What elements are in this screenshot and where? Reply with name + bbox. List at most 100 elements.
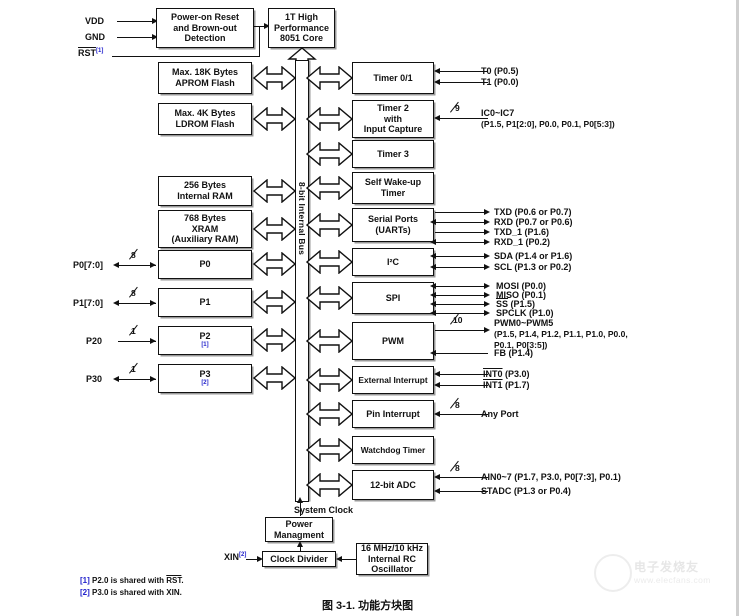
wire-system-clock-riser bbox=[300, 500, 301, 516]
arrow-p0-left bbox=[113, 261, 119, 268]
arrow-rxd-in bbox=[430, 218, 436, 225]
signal-label-anyport: Any Port bbox=[481, 409, 519, 419]
arrow-txd1 bbox=[484, 228, 490, 235]
signal-label-t0: T0 (P0.5) bbox=[481, 66, 519, 76]
wire-sda bbox=[435, 256, 488, 257]
signal-label-ain: AIN0~7 (P1.7, P3.0, P0[7:3], P0.1) bbox=[481, 472, 621, 482]
bus-arrow-uart bbox=[306, 213, 353, 237]
wire-txd bbox=[435, 212, 488, 213]
signal-label-txd: TXD (P0.6 or P0.7) bbox=[494, 207, 572, 217]
wire-rst-riser bbox=[259, 26, 260, 57]
wire-stadc bbox=[440, 491, 488, 492]
bus-arrow-wdt bbox=[306, 438, 353, 462]
wire-pwm bbox=[435, 330, 488, 331]
block-port-p1: P1 bbox=[158, 288, 252, 317]
bus-arrow-timer3 bbox=[306, 142, 353, 166]
arrow-pwm bbox=[484, 326, 490, 333]
bus-width-ain: 8 bbox=[455, 463, 460, 473]
bus-arrow-adc bbox=[306, 473, 353, 497]
block-external-interrupt: External Interrupt bbox=[352, 366, 434, 394]
signal-label-int1: INT1 (P1.7) bbox=[483, 380, 530, 390]
arrow-int1 bbox=[434, 381, 440, 388]
signal-label-ic-pins: (P1.5, P1[2:0], P0.0, P0.1, P0[5:3]) bbox=[481, 119, 615, 129]
watermark-ring-icon bbox=[594, 554, 632, 592]
wire-fb bbox=[435, 353, 488, 354]
arrow-p0-right bbox=[150, 261, 156, 268]
signal-label-p20: P20 bbox=[86, 336, 103, 346]
bus-width-p1: 8 bbox=[131, 288, 136, 298]
watermark-url: www.elecfans.com bbox=[634, 575, 711, 585]
bus-arrow-p0 bbox=[253, 252, 296, 276]
wire-int0 bbox=[440, 374, 488, 375]
bus-width-p0: 8 bbox=[131, 250, 136, 260]
bus-width-pwm: 10 bbox=[453, 315, 463, 325]
arrow-p30-left bbox=[113, 375, 119, 382]
signal-label-ic: IC0~IC7 bbox=[481, 108, 515, 118]
arrow-system-clock bbox=[296, 497, 303, 503]
figure-caption: 图 3-1. 功能方块图 bbox=[322, 600, 414, 612]
signal-label-p1: P1[7:0] bbox=[73, 298, 104, 308]
signal-label-sda: SDA (P1.4 or P1.6) bbox=[494, 251, 573, 261]
arrow-t1 bbox=[434, 78, 440, 85]
wire-t1 bbox=[440, 82, 488, 83]
bus-arrow-pwm bbox=[306, 329, 353, 353]
bus-width-slash-p20 bbox=[129, 335, 140, 346]
arrow-ss-out bbox=[484, 300, 490, 307]
bus-width-slash-ic bbox=[450, 112, 461, 123]
signal-label-pwm-pins-1: (P1.5, P1.4, P1.2, P1.1, P1.0, P0.0, bbox=[494, 329, 628, 339]
signal-label-ss: SS (P1.5) bbox=[496, 299, 536, 309]
arrow-scl-in bbox=[430, 263, 436, 270]
signal-label-mosi: MOSI (P0.0) bbox=[496, 281, 547, 291]
signal-label-stadc: STADC (P1.3 or P0.4) bbox=[481, 486, 571, 496]
wire-xin bbox=[246, 559, 260, 560]
bus-arrow-aprom bbox=[253, 66, 296, 90]
footnote-2: [2] P3.0 is shared with XIN. bbox=[80, 588, 182, 597]
arrow-ain bbox=[434, 473, 440, 480]
block-watchdog-timer: Watchdog Timer bbox=[352, 436, 434, 464]
wire-scl bbox=[435, 267, 488, 268]
arrow-p30-right bbox=[150, 375, 156, 382]
bus-arrow-iram bbox=[253, 179, 296, 203]
arrow-t0 bbox=[434, 67, 440, 74]
wire-ain bbox=[440, 477, 488, 478]
wire-rst bbox=[112, 56, 260, 57]
bus-arrow-p2 bbox=[253, 328, 296, 352]
footnote-1: [1] P2.0 is shared with RST. bbox=[80, 576, 184, 585]
arrow-osc-to-divider bbox=[336, 555, 342, 562]
bus-width-slash-p1 bbox=[129, 297, 140, 308]
arrow-sda-in bbox=[430, 252, 436, 259]
signal-label-p0: P0[7:0] bbox=[73, 260, 104, 270]
bus-arrow-xram bbox=[253, 217, 296, 241]
wire-rxd1 bbox=[435, 242, 488, 243]
block-12bit-adc: 12-bit ADC bbox=[352, 470, 434, 500]
wire-anyport bbox=[440, 414, 488, 415]
wire-t0 bbox=[440, 71, 488, 72]
bus-arrow-p1 bbox=[253, 290, 296, 314]
arrow-rxd1-out bbox=[484, 238, 490, 245]
bus-width-slash-p0 bbox=[129, 259, 140, 270]
signal-label-rxd1: RXD_1 (P0.2) bbox=[494, 237, 551, 247]
block-serial-ports: Serial Ports(UARTs) bbox=[352, 208, 434, 242]
bus-arrow-i2c bbox=[306, 250, 353, 274]
signal-label-miso: MISO (P0.1) bbox=[496, 290, 547, 300]
wire-reset-to-core bbox=[254, 26, 266, 27]
arrow-mosi-in bbox=[430, 282, 436, 289]
wire-vdd bbox=[117, 21, 154, 22]
pin-label-vdd: VDD bbox=[85, 16, 105, 26]
signal-label-rxd: RXD (P0.7 or P0.6) bbox=[494, 217, 573, 227]
arrow-mosi-out bbox=[484, 282, 490, 289]
bus-width-p30: 1 bbox=[131, 364, 136, 374]
bus-arrow-extint bbox=[306, 368, 353, 392]
block-timer-0-1: Timer 0/1 bbox=[352, 62, 434, 94]
arrow-sda-out bbox=[484, 252, 490, 259]
block-i2c: I²C bbox=[352, 248, 434, 276]
bus-label: 8-bit Internal Bus bbox=[297, 182, 307, 256]
wire-txd1 bbox=[435, 232, 488, 233]
bus-arrow-timer01 bbox=[306, 66, 353, 90]
signal-label-p30: P30 bbox=[86, 374, 103, 384]
